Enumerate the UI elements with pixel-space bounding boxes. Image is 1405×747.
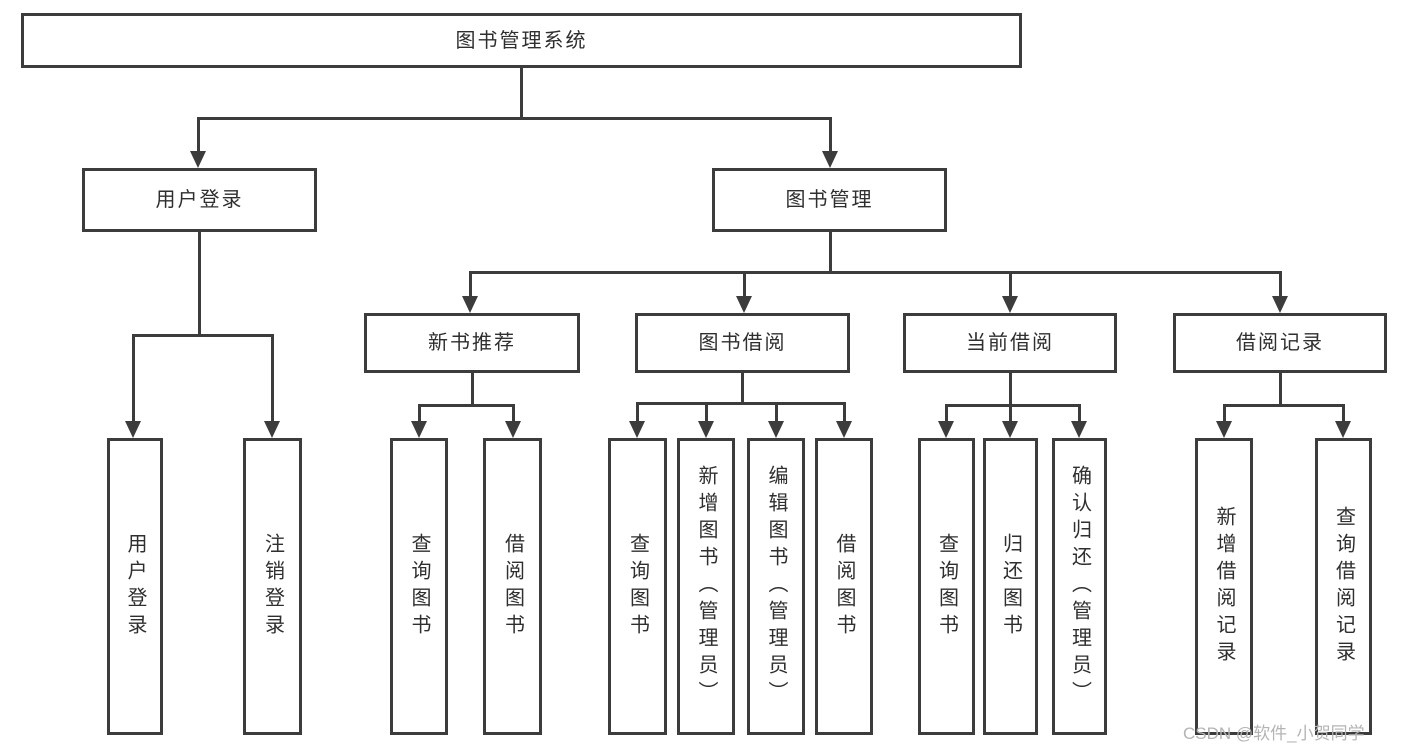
connector-stem-1 [197,232,201,335]
connector-drop-2-2 [1008,272,1012,309]
arrowhead-icon-6-1 [1335,421,1351,438]
node-user-login-group: 用户登录 [82,168,317,232]
arrowhead-icon-5-2 [1071,421,1087,438]
node-label-leaf-add-record: 新增借阅记录 [1213,505,1235,668]
node-book-mgmt: 图书管理 [712,168,947,232]
connector-stem-2 [828,232,832,272]
node-label-borrow-records: 借阅记录 [1236,332,1324,354]
arrowhead-icon-4-3 [836,421,852,438]
connector-drop-5-2 [1077,405,1081,434]
node-leaf-query-book-3: 查询图书 [918,438,975,735]
arrowhead-icon-0-0 [190,151,206,168]
node-leaf-borrow-book-2: 借阅图书 [815,438,873,735]
arrowhead-icon-3-0 [411,421,427,438]
node-label-leaf-query-book-2: 查询图书 [626,532,649,641]
node-label-new-books: 新书推荐 [428,332,516,354]
node-leaf-query-record: 查询借阅记录 [1315,438,1372,735]
node-label-leaf-edit-book: 编辑图书（管理员） [765,465,787,708]
node-leaf-confirm-return: 确认归还（管理员） [1052,438,1107,735]
connector-drop-4-1 [704,403,708,434]
connector-drop-4-2 [774,403,778,434]
connector-stem-0 [519,68,523,118]
node-label-root: 图书管理系统 [455,29,588,52]
arrowhead-icon-3-1 [505,421,521,438]
connector-drop-0-1 [828,118,832,164]
connector-stem-5 [1008,373,1012,405]
arrowhead-icon-5-0 [938,421,954,438]
arrowhead-icon-2-3 [1272,296,1288,313]
connector-drop-1-1 [270,335,274,434]
connector-drop-2-3 [1278,272,1282,309]
node-new-books: 新书推荐 [364,313,580,373]
connector-bar-3 [417,403,515,407]
node-leaf-return-book: 归还图书 [983,438,1038,735]
arrowhead-icon-5-1 [1002,421,1018,438]
node-label-leaf-query-book-1: 查询图书 [408,532,430,641]
connector-stem-6 [1278,373,1282,405]
node-leaf-add-record: 新增借阅记录 [1195,438,1253,735]
connector-drop-6-1 [1341,405,1345,434]
connector-drop-3-1 [511,405,515,434]
node-leaf-edit-book: 编辑图书（管理员） [747,438,805,735]
node-label-leaf-borrow-book-2: 借阅图书 [833,532,855,641]
node-label-leaf-confirm-return: 确认归还（管理员） [1068,465,1091,708]
arrowhead-icon-0-1 [822,151,838,168]
node-book-borrow: 图书借阅 [635,313,850,373]
node-label-leaf-add-book: 新增图书（管理员） [695,465,717,708]
node-label-leaf-user-login: 用户登录 [124,532,146,641]
node-label-leaf-logout: 注销登录 [261,532,284,641]
node-root: 图书管理系统 [21,13,1022,68]
connector-drop-4-0 [635,403,639,434]
connector-bar-1 [131,333,274,337]
node-borrow-records: 借阅记录 [1173,313,1387,373]
connector-drop-2-0 [468,272,472,309]
connector-stem-4 [740,373,744,403]
node-leaf-borrow-book-1: 借阅图书 [483,438,542,735]
node-leaf-query-book-1: 查询图书 [390,438,448,735]
node-label-leaf-borrow-book-1: 借阅图书 [501,532,524,641]
node-label-leaf-query-record: 查询借阅记录 [1332,505,1355,668]
node-label-user-login-group: 用户登录 [155,189,244,211]
arrowhead-icon-4-1 [698,421,714,438]
node-label-book-borrow: 图书借阅 [698,332,787,354]
arrowhead-icon-4-2 [768,421,784,438]
node-leaf-query-book-2: 查询图书 [608,438,667,735]
node-leaf-user-login: 用户登录 [107,438,163,735]
node-current-borrow: 当前借阅 [903,313,1117,373]
connector-drop-6-0 [1222,405,1226,434]
node-label-leaf-query-book-3: 查询图书 [935,532,958,641]
arrowhead-icon-6-0 [1216,421,1232,438]
connector-stem-3 [470,373,474,405]
arrowhead-icon-1-0 [125,421,141,438]
connector-drop-0-0 [196,118,200,164]
connector-drop-3-0 [417,405,421,434]
connector-bar-5 [944,403,1081,407]
node-leaf-add-book: 新增图书（管理员） [677,438,735,735]
connector-bar-6 [1222,403,1345,407]
arrowhead-icon-2-1 [736,296,752,313]
connector-bar-0 [196,116,832,120]
connector-drop-2-1 [742,272,746,309]
connector-drop-5-0 [944,405,948,434]
arrowhead-icon-1-1 [264,421,280,438]
connector-bar-4 [635,401,846,405]
watermark: CSDN @软件_小贺同学 [1183,724,1365,743]
connector-drop-5-1 [1008,405,1012,434]
arrowhead-icon-4-0 [629,421,645,438]
connector-drop-4-3 [842,403,846,434]
arrowhead-icon-2-2 [1002,296,1018,313]
node-label-leaf-return-book: 归还图书 [999,532,1022,641]
node-leaf-logout: 注销登录 [243,438,302,735]
node-label-current-borrow: 当前借阅 [966,332,1054,354]
connector-bar-2 [468,270,1282,274]
node-label-book-mgmt: 图书管理 [785,189,874,211]
arrowhead-icon-2-0 [462,296,478,313]
connector-drop-1-0 [131,335,135,434]
